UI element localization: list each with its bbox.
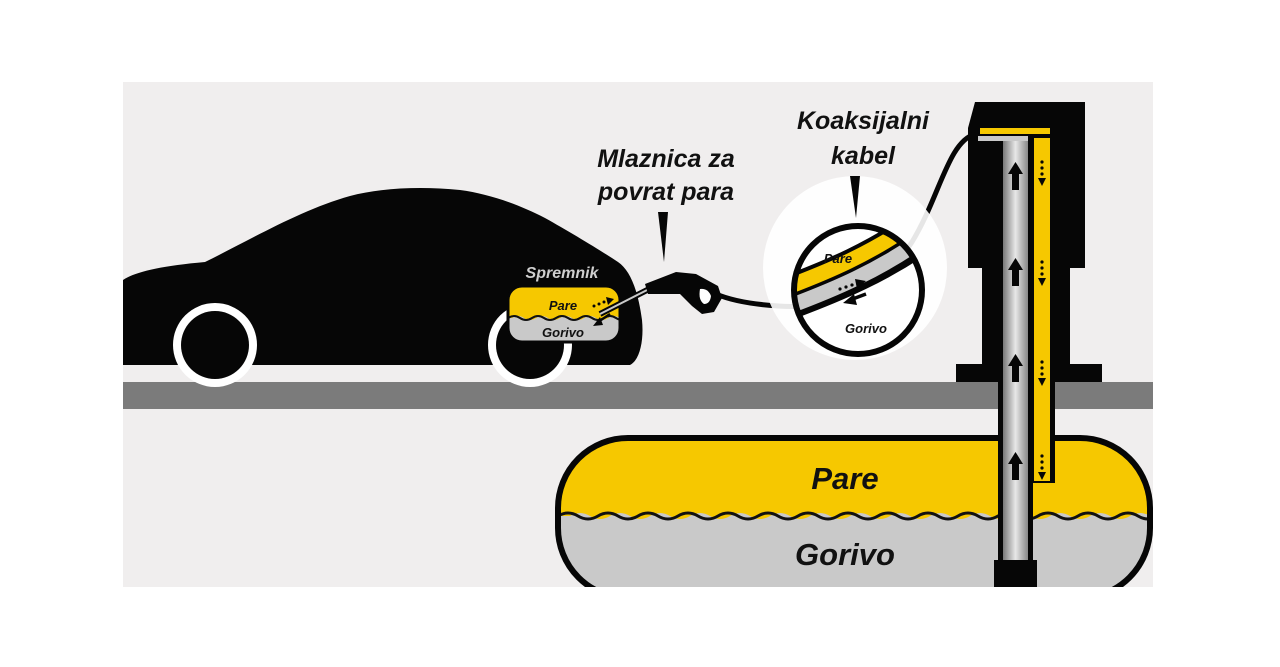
car-wheel-front	[181, 311, 249, 379]
car-tank-fuel-label: Gorivo	[542, 325, 584, 340]
flow-arrow-icon	[1008, 354, 1023, 382]
tank-vapor-label: Pare	[811, 461, 878, 496]
magnifier-circle: Pare Gorivo	[763, 176, 947, 360]
pipe-elbow-fuel	[978, 136, 1028, 141]
car-tank-label: Spremnik	[526, 265, 600, 282]
fuel-flow-arrows	[1008, 162, 1023, 480]
pipe-elbow-vapor	[980, 128, 1050, 134]
hose-callout-pointer	[850, 176, 860, 218]
car-tank-vapor	[508, 286, 620, 320]
tank-liquid-surface	[558, 511, 1150, 521]
tank-outline	[555, 435, 1153, 587]
flow-arrow-icon	[843, 292, 867, 305]
nozzle-handle-gap	[699, 288, 711, 304]
car-tank: Spremnik Pare Gorivo	[506, 265, 622, 344]
magnifier-vapor-label: Pare	[824, 251, 852, 266]
magnifier-fuel-label: Gorivo	[845, 321, 887, 336]
tank-fuel-label: Gorivo	[795, 537, 895, 572]
pipe-foot	[994, 560, 1037, 587]
car-tank-vapor-label: Pare	[549, 298, 577, 313]
flow-arrow-icon	[1008, 258, 1023, 286]
flow-arrow-icon	[1038, 260, 1046, 286]
nozzle-callout-pointer	[658, 212, 668, 262]
nozzle-callout-line-2: povrat para	[597, 178, 734, 206]
pipe-system	[975, 126, 1055, 587]
car-tank-outline	[506, 284, 622, 344]
flow-arrow-icon	[1038, 160, 1046, 186]
vapor-flow-arrows	[1038, 160, 1046, 480]
return-pipe-vapor	[1034, 132, 1050, 481]
flow-arrow-icon	[838, 279, 866, 291]
magnifier-rim	[791, 223, 925, 357]
fuel-nozzle-icon	[645, 272, 722, 314]
underground-tank: Pare Gorivo	[555, 435, 1153, 587]
flow-arrow-icon	[1038, 454, 1046, 480]
flow-arrow-icon	[1008, 452, 1023, 480]
flow-arrow-icon	[592, 297, 614, 308]
ground-strip	[123, 382, 1153, 409]
nozzle-callout-line-1: Mlaznica za	[597, 145, 735, 173]
hose-callout-line-2: kabel	[831, 142, 896, 170]
nozzle-body	[645, 272, 722, 314]
filler-neck-inner	[599, 285, 656, 315]
flow-arrow-icon	[1038, 360, 1046, 386]
flow-arrow-icon	[1008, 162, 1023, 190]
flow-arrow-icon	[593, 312, 611, 326]
hose-callout-line-1: Koaksijalni	[797, 107, 930, 135]
